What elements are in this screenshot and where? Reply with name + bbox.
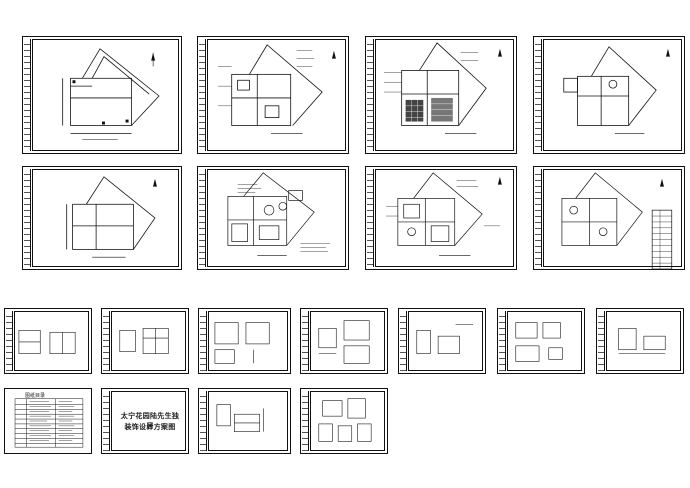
sheet-floor-plan-4[interactable] — [533, 36, 685, 154]
project-title-line2: 装饰设计方案图 — [124, 423, 176, 431]
elevation-drawing — [318, 398, 372, 442]
sheet-elevation-1[interactable] — [4, 308, 92, 374]
sheet-furniture-plan[interactable] — [197, 166, 349, 270]
title-strip — [367, 169, 374, 267]
index-header: 图纸目录 — [25, 393, 46, 399]
plan-drawing — [386, 172, 502, 256]
title-strip — [302, 311, 309, 371]
elevation-drawing — [515, 322, 563, 362]
plan-drawing — [383, 42, 502, 134]
plan-drawing — [561, 172, 673, 269]
sheet-elevation-6[interactable] — [497, 308, 585, 374]
sheet-cover[interactable]: 太宁花园陆先生独居 装饰设计方案图 — [101, 388, 189, 454]
sheet-elevation-7[interactable] — [596, 308, 684, 374]
elevation-drawing — [618, 328, 666, 354]
sheet-floor-plan-2[interactable] — [197, 36, 349, 154]
plan-drawing — [66, 176, 157, 258]
sheet-elevation-3[interactable] — [198, 308, 291, 374]
sheet-elevation-9[interactable] — [300, 388, 388, 454]
sheet-elevation-5[interactable] — [398, 308, 486, 374]
title-strip — [103, 391, 110, 451]
title-strip — [24, 169, 31, 267]
sheet-elevation-8[interactable] — [198, 388, 291, 454]
project-title-line1: 太宁花园陆先生独居 — [120, 412, 180, 430]
title-strip — [367, 39, 374, 151]
title-strip — [200, 311, 207, 371]
elevation-drawing — [119, 328, 169, 354]
sheet-elevation-2[interactable] — [101, 308, 189, 374]
plan-drawing — [217, 44, 336, 134]
title-strip — [302, 391, 309, 451]
title-strip — [400, 311, 407, 371]
title-strip — [200, 391, 207, 451]
title-strip — [199, 169, 206, 267]
elevation-drawing — [214, 322, 270, 364]
title-strip — [6, 311, 13, 371]
title-strip — [499, 311, 506, 371]
plan-drawing — [62, 48, 160, 140]
title-strip — [535, 39, 542, 151]
title-strip — [598, 311, 605, 371]
title-strip — [24, 39, 31, 151]
elevation-drawing — [18, 330, 76, 354]
elevation-drawing — [416, 324, 474, 354]
elevation-drawing — [216, 404, 264, 432]
sheet-floor-plan-3[interactable] — [365, 36, 517, 154]
index-table — [14, 398, 84, 448]
plan-drawing — [227, 172, 330, 256]
sheet-floor-plan-1[interactable] — [22, 36, 182, 154]
sheet-floor-plan-5[interactable] — [22, 166, 182, 270]
title-strip — [103, 311, 110, 371]
title-strip — [199, 39, 206, 151]
sheet-electrical-plan[interactable] — [533, 166, 685, 270]
sheet-ceiling-plan[interactable] — [365, 166, 517, 270]
title-strip — [535, 169, 542, 267]
elevation-drawing — [318, 320, 370, 364]
sheet-drawing-index[interactable]: 图纸目录 — [4, 388, 92, 454]
plan-drawing — [563, 46, 670, 134]
sheet-elevation-4[interactable] — [300, 308, 388, 374]
